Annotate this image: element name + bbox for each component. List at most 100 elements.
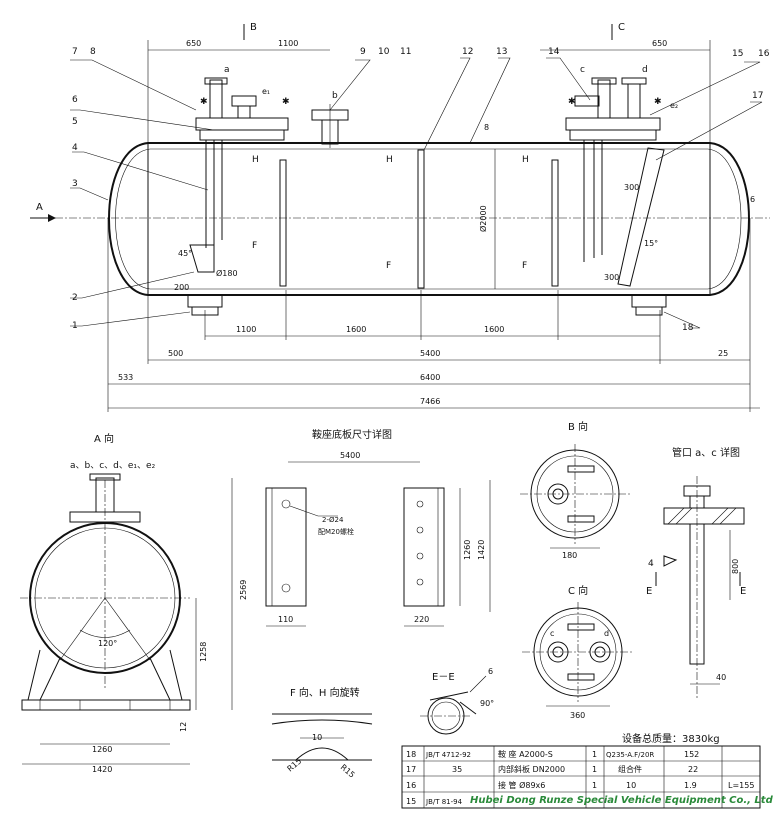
svg-text:R15: R15 [339,763,357,780]
svg-text:11: 11 [400,47,411,57]
svg-text:14: 14 [548,47,560,57]
svg-text:10: 10 [378,47,390,57]
svg-text:JB/T 81-94: JB/T 81-94 [425,798,463,806]
svg-text:1100: 1100 [278,39,298,48]
svg-text:18: 18 [682,323,694,333]
bom-table: 18 JB/T 4712-92 鞍 座 A2000-S 1 Q235-A.F/2… [401,745,761,809]
svg-text:90°: 90° [480,699,494,708]
svg-text:12: 12 [462,47,473,57]
svg-text:5400: 5400 [340,451,360,460]
view-fh: F 向、H 向旋转 10 R15 R15 [271,686,373,780]
svg-text:10: 10 [626,781,636,790]
svg-text:E: E [646,586,652,597]
svg-text:Ø180: Ø180 [216,268,238,278]
svg-text:18: 18 [406,750,416,759]
svg-text:1: 1 [592,781,597,790]
svg-text:1260: 1260 [463,540,472,560]
svg-text:6: 6 [750,195,755,204]
svg-text:8: 8 [90,47,96,57]
svg-text:5: 5 [72,117,78,127]
svg-text:7466: 7466 [420,397,440,406]
svg-text:组合件: 组合件 [618,764,642,774]
svg-text:✱: ✱ [200,97,208,107]
section-ee: E－E 6 90° [420,667,494,735]
svg-text:300: 300 [624,183,639,192]
svg-text:H: H [252,155,259,165]
svg-text:15°: 15° [644,239,658,248]
svg-text:b: b [332,91,338,101]
svg-text:1: 1 [72,321,78,331]
svg-text:d: d [642,65,648,75]
svg-text:2569: 2569 [239,580,248,600]
svg-text:200: 200 [174,283,189,292]
main-elevation: ✱ ✱ ✱ ✱ [30,24,770,412]
svg-text:1420: 1420 [477,540,486,560]
svg-text:2-Ø24: 2-Ø24 [322,516,344,524]
svg-text:6: 6 [488,667,493,676]
svg-text:F: F [522,261,527,271]
svg-text:c: c [550,629,554,638]
section-ee-title: E－E [432,672,455,683]
svg-text:180: 180 [562,551,577,560]
svg-text:6400: 6400 [420,373,440,382]
saddle-base-detail: 鞍座底板尺寸详图 5400 2-Ø24 配M20螺栓 1260 1420 110… [265,428,491,627]
svg-text:1600: 1600 [346,325,366,334]
svg-text:e₁: e₁ [262,87,270,96]
svg-text:Q235-A.F/20R: Q235-A.F/20R [606,751,654,759]
svg-text:1420: 1420 [92,765,112,774]
svg-text:15: 15 [406,797,416,806]
svg-text:13: 13 [496,47,507,57]
svg-text:F: F [386,261,391,271]
svg-text:650: 650 [186,39,201,48]
arrow-b-label: B [250,22,257,33]
svg-text:4: 4 [72,143,78,153]
total-mass: 设备总质量：3830kg [622,732,720,745]
svg-text:1258: 1258 [199,642,208,662]
svg-text:300: 300 [604,273,619,282]
view-a: A 向 a、b、c、d、e₁、e₂ 120° 2569 1258 12 1260… [20,432,248,774]
svg-text:10: 10 [312,733,322,742]
svg-text:220: 220 [414,615,429,624]
svg-text:22: 22 [688,765,698,774]
svg-text:35: 35 [452,765,462,774]
svg-text:Ø2000: Ø2000 [478,205,488,232]
svg-text:45°: 45° [178,249,192,258]
svg-text:533: 533 [118,373,133,382]
elevation-labels: A B C H H H F F F a b c d e₁ e₂ 7 8 6 5 … [36,22,770,406]
view-c: C 向 c d 360 [522,584,634,720]
svg-text:500: 500 [168,349,183,358]
svg-text:9: 9 [360,47,366,57]
svg-text:F: F [252,241,257,251]
svg-text:鞍 座 A2000-S: 鞍 座 A2000-S [498,749,553,759]
svg-text:17: 17 [406,765,416,774]
svg-text:e₂: e₂ [670,101,678,110]
svg-text:16: 16 [406,781,416,790]
table-row: 15 JB/T 81-94 [406,797,463,806]
view-b-title: B 向 [568,420,588,433]
svg-text:E: E [740,586,746,597]
svg-text:1: 1 [592,765,597,774]
svg-text:15: 15 [732,49,743,59]
svg-text:3: 3 [72,179,78,189]
svg-text:12: 12 [179,722,188,732]
svg-text:H: H [386,155,393,165]
svg-text:L=155: L=155 [728,781,754,790]
svg-text:d: d [604,629,609,638]
svg-text:17: 17 [752,91,763,101]
svg-text:360: 360 [570,711,585,720]
view-a-title: A 向 [94,432,114,445]
saddle-detail-title: 鞍座底板尺寸详图 [312,428,392,441]
svg-text:6: 6 [72,95,78,105]
svg-text:16: 16 [758,49,770,59]
svg-text:1600: 1600 [484,325,504,334]
table-row: 17 35 内部斜板 DN2000 1 组合件 22 [406,764,698,774]
watermark-text: Hubei Dong Runze Special Vehicle Equipme… [470,795,774,806]
svg-text:✱: ✱ [282,97,290,107]
svg-text:120°: 120° [98,639,117,648]
arrow-a-label: A [36,202,43,213]
svg-text:H: H [522,155,529,165]
svg-text:800: 800 [731,559,740,574]
svg-text:内部斜板 DN2000: 内部斜板 DN2000 [498,764,565,774]
